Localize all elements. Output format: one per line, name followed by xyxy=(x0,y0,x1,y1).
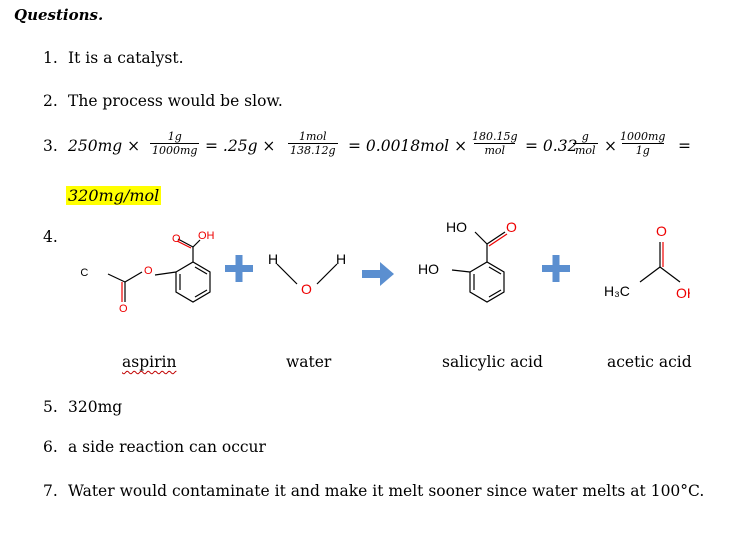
item-number: 1. xyxy=(43,49,58,67)
numerator: 1mol xyxy=(298,130,327,143)
item-text: 320mg xyxy=(68,398,123,416)
denominator: 1000mg xyxy=(150,143,200,157)
atom-label: O xyxy=(144,265,153,277)
water-structure xyxy=(276,263,338,285)
calc-term: = 0.32 xyxy=(525,137,578,155)
acetic-structure xyxy=(639,242,681,283)
calc-term: 250mg × xyxy=(68,137,141,155)
denominator: 1g xyxy=(621,143,664,157)
atom-label: O xyxy=(119,303,128,315)
acetic-acid-label: acetic acid xyxy=(607,353,692,371)
answer-5: 5. 320mg xyxy=(0,398,738,418)
item-number: 6. xyxy=(43,438,58,456)
answer-4: 4. xyxy=(0,228,60,248)
atom-label: H₃C xyxy=(80,267,88,279)
denominator: 138.12g xyxy=(288,143,338,157)
salicylic-acid-label: salicylic acid xyxy=(442,353,543,371)
numerator: 1g xyxy=(167,130,182,143)
item-number: 5. xyxy=(43,398,58,416)
atom-label: OH xyxy=(198,230,215,242)
atom-label: HO xyxy=(446,219,467,235)
aspirin-structure xyxy=(107,238,211,303)
atom-label: H xyxy=(336,251,346,267)
answer-6: 6. a side reaction can occur xyxy=(0,438,738,458)
item-number: 7. xyxy=(43,482,58,500)
item-text: The process would be slow. xyxy=(68,92,283,110)
questions-heading: Questions. xyxy=(14,6,104,24)
numerator: 180.15g xyxy=(472,130,518,143)
atom-label: H₃C xyxy=(604,283,630,299)
item-text: Water would contaminate it and make it m… xyxy=(68,482,705,500)
calc-term: = 0.0018mol × xyxy=(348,137,468,155)
reaction-scheme: H₃C O O OH O H O H HO O HO H₃C O OH xyxy=(80,219,690,315)
item-text: a side reaction can occur xyxy=(68,438,266,456)
answer-1: 1. It is a catalyst. xyxy=(0,49,738,69)
fraction: 1000mg 1g xyxy=(618,130,667,157)
fraction: 180.15g mol xyxy=(470,130,520,157)
numerator: 1000mg xyxy=(620,130,666,143)
numerator: g xyxy=(581,130,589,143)
atom-label: H xyxy=(268,251,278,267)
fraction: 1g 1000mg xyxy=(150,130,200,157)
answer-2: 2. The process would be slow. xyxy=(0,92,738,112)
highlighted-answer: 320mg/mol xyxy=(66,186,162,205)
calc-answer: 320mg/mol xyxy=(66,186,162,205)
atom-label: O xyxy=(656,223,667,239)
fraction: 1mol 138.12g xyxy=(288,130,338,157)
water-label: water xyxy=(286,353,332,371)
atom-label: O xyxy=(301,281,312,297)
atom-label: O xyxy=(172,233,181,245)
item-number: 2. xyxy=(43,92,58,110)
atom-label: O xyxy=(506,219,517,235)
denominator: mol xyxy=(573,143,598,157)
answer-3: 3. 250mg × 1g 1000mg = .25g × 1mol 138.1… xyxy=(0,130,738,170)
item-number: 4. xyxy=(43,228,58,246)
fraction: g mol xyxy=(573,130,598,157)
calc-term: × xyxy=(604,137,617,155)
atom-label: HO xyxy=(418,261,439,277)
calc-term: = xyxy=(678,137,691,155)
salicylic-structure xyxy=(451,231,508,303)
aspirin-label: aspirin xyxy=(122,353,177,371)
reaction-arrow-icon xyxy=(362,262,394,286)
atom-label: OH xyxy=(676,285,690,301)
answer-7: 7. Water would contaminate it and make i… xyxy=(0,482,738,502)
denominator: mol xyxy=(474,143,516,157)
item-number: 3. xyxy=(43,137,58,155)
plus-icon xyxy=(225,255,570,282)
calc-term: = .25g × xyxy=(205,137,276,155)
item-text: It is a catalyst. xyxy=(68,49,184,67)
